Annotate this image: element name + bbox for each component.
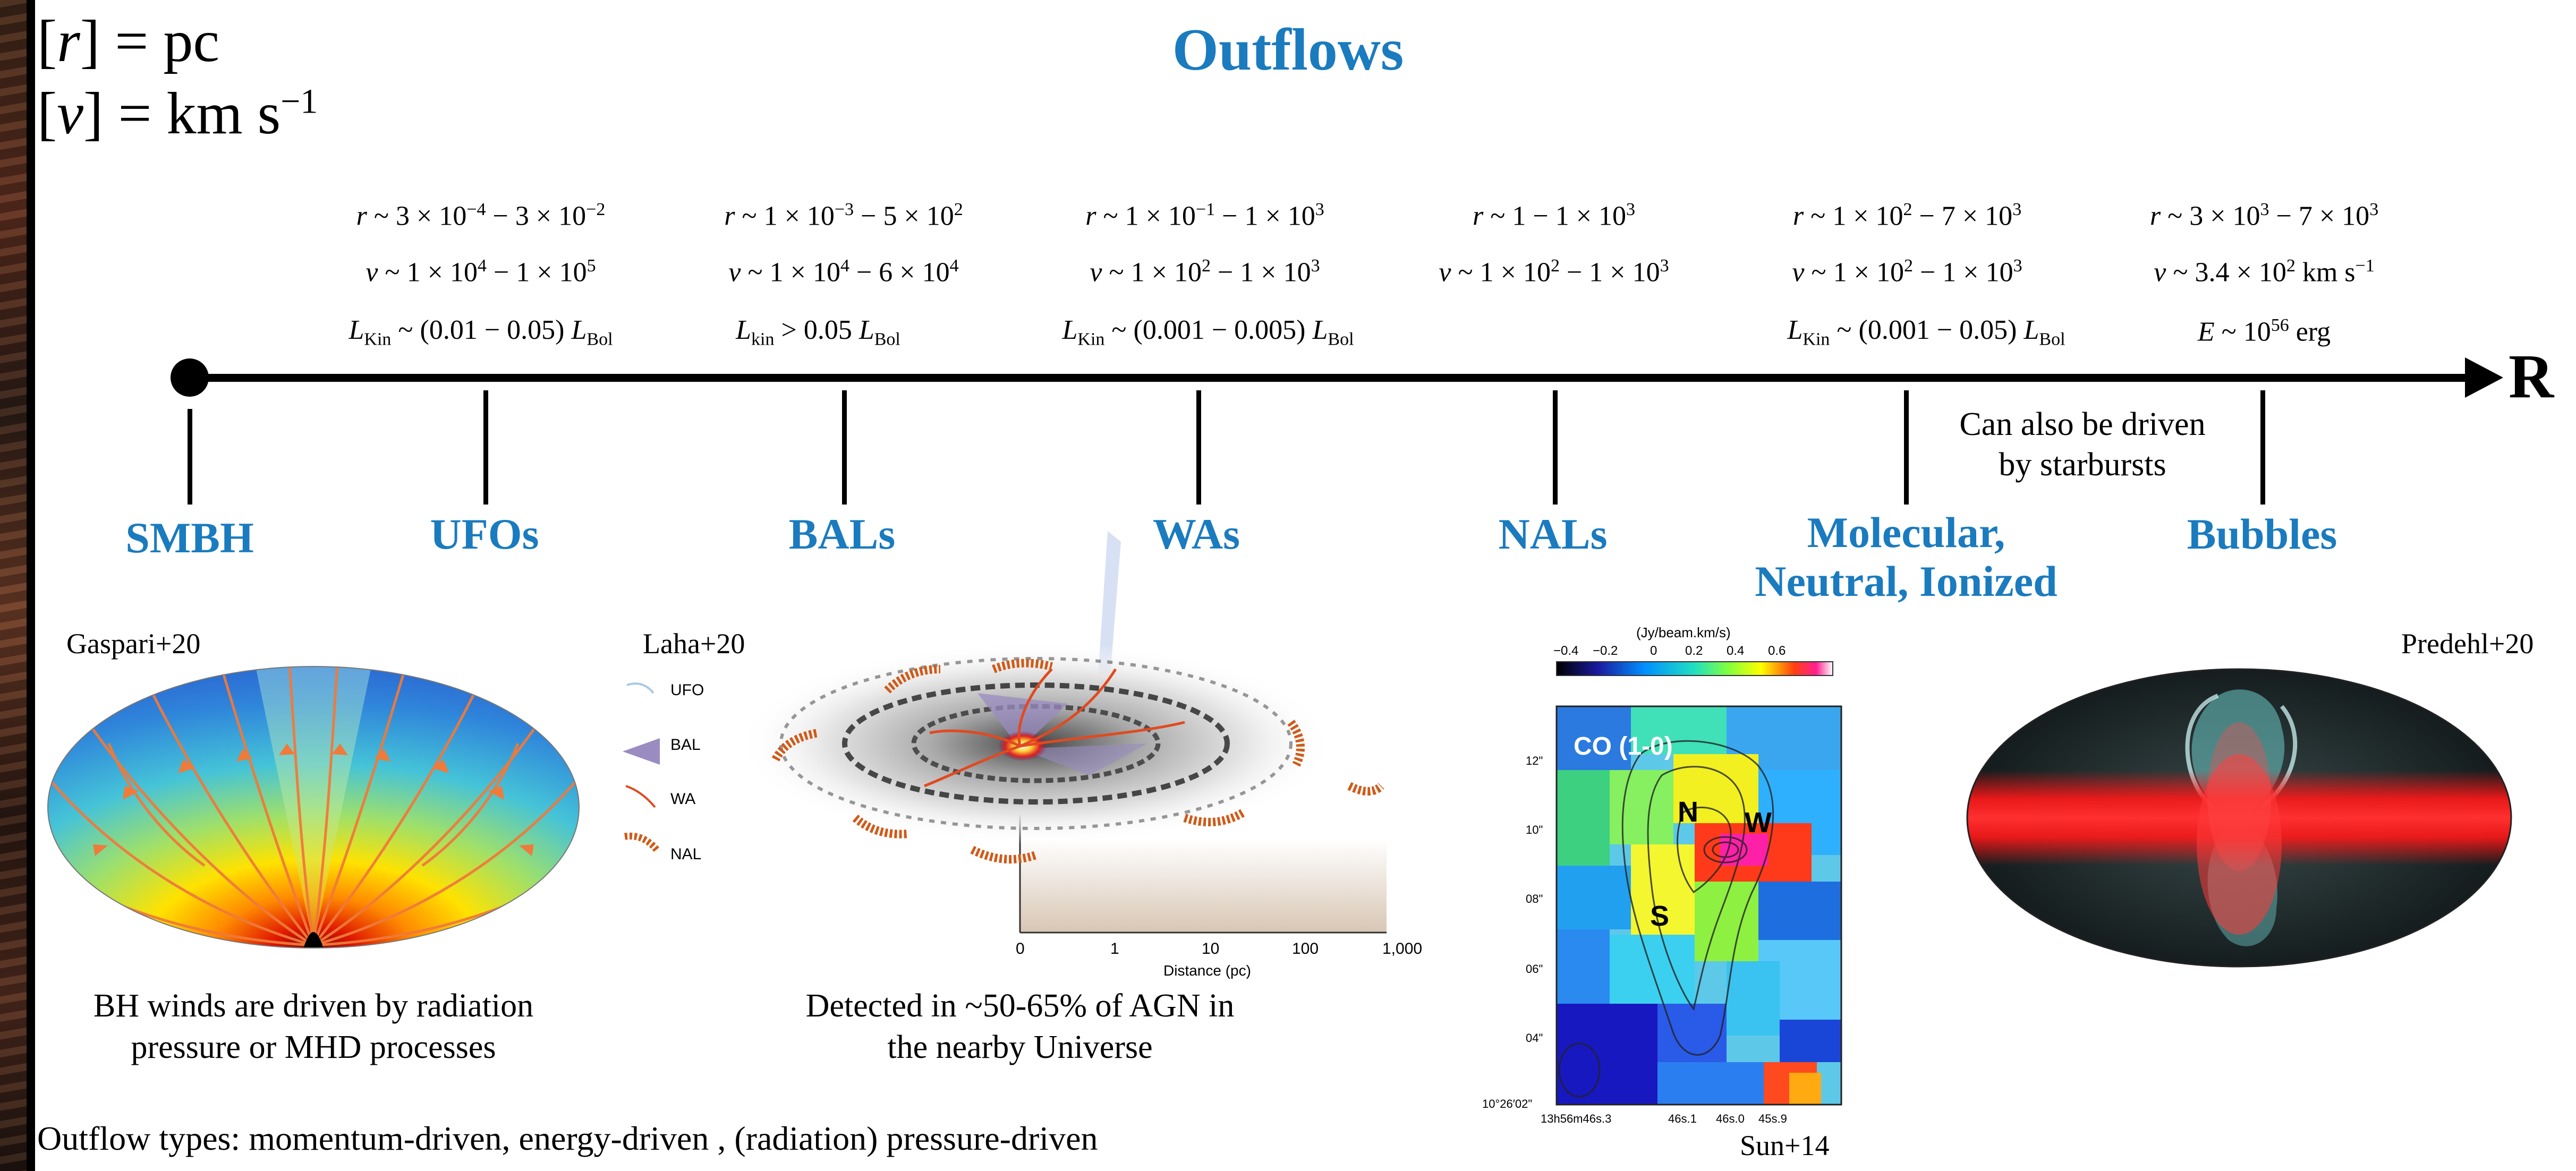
molecular-radius-range: r ~ 1 × 102 − 7 × 103	[1792, 200, 2022, 232]
co-y-tick: 10"	[1526, 823, 1543, 836]
axis-end-label: R	[2509, 341, 2554, 411]
credit-predehl: Predehl+20	[2401, 628, 2534, 660]
radius-axis	[171, 357, 2503, 505]
tick-nal	[1553, 390, 1558, 505]
laha-legend-nal: NAL	[670, 845, 702, 863]
background-strip-texture	[0, 0, 27, 1171]
laha-legend-wa: WA	[670, 790, 696, 808]
category-was: WAs	[1152, 510, 1240, 558]
laha-axis-tick: 100	[1292, 940, 1319, 958]
ufo-radius-range: r ~ 3 × 10−4 − 3 × 10−2	[356, 200, 606, 232]
nal-velocity-range: v ~ 1 × 102 − 1 × 103	[1439, 256, 1669, 288]
laha-galaxy-schematic	[623, 531, 1387, 934]
footer-outflow-types: Outflow types: momentum-driven, energy-d…	[37, 1119, 1098, 1157]
predehl-erosita-bubbles-image	[1966, 668, 2512, 968]
co-y-tick: 10°26′02"	[1482, 1097, 1533, 1110]
slide-left-border	[27, 0, 35, 1171]
bal-velocity-range: v ~ 1 × 104 − 6 × 104	[728, 256, 959, 288]
nal-radius-range: r ~ 1 − 1 × 103	[1472, 200, 1636, 232]
laha-legend-bal: BAL	[670, 736, 701, 754]
co-colorbar-tick: 0	[1650, 644, 1657, 658]
laha-axis-tick: 0	[1016, 940, 1025, 958]
co-colorbar-tick: −0.2	[1593, 644, 1618, 658]
credit-laha: Laha+20	[643, 628, 745, 660]
category-nals: NALs	[1498, 510, 1608, 558]
tick-wa	[1196, 390, 1201, 505]
co-colorbar-tick: 0.2	[1685, 644, 1703, 658]
tick-bubbles	[2260, 390, 2265, 505]
ufo-kinetic-luminosity: LKin ~ (0.01 − 0.05) LBol	[348, 315, 613, 349]
category-bubbles: Bubbles	[2187, 510, 2337, 558]
laha-axis-tick: 1,000	[1382, 940, 1423, 958]
unit-r-definition: [r] = pc	[37, 8, 220, 74]
co-x-tick: 46s.1	[1668, 1112, 1697, 1125]
background-strip	[0, 0, 27, 1171]
axis-line	[190, 374, 2469, 382]
co-y-tick: 08"	[1526, 892, 1543, 905]
wa-radius-range: r ~ 1 × 10−1 − 1 × 103	[1085, 200, 1324, 232]
slide-title: Outflows	[1172, 17, 1404, 83]
co-map-label: CO (1-0)	[1574, 732, 1673, 760]
bubbles-energy: E ~ 1056 erg	[2197, 315, 2331, 347]
category-smbh: SMBH	[125, 514, 254, 562]
laha-legend-ufo: UFO	[670, 681, 704, 699]
co-region-w: W	[1745, 807, 1772, 839]
co-colorbar	[1556, 661, 1833, 676]
laha-axis-tick: 10	[1202, 940, 1220, 958]
molecular-velocity-range: v ~ 1 × 102 − 1 × 103	[1792, 256, 2022, 288]
molecular-kinetic-luminosity: LKin ~ (0.001 − 0.05) LBol	[1787, 315, 2065, 349]
laha-axis-title: Distance (pc)	[1163, 962, 1251, 979]
gaspari-simulation-image	[47, 666, 580, 948]
bal-kinetic-luminosity: Lkin > 0.05 LBol	[736, 315, 900, 349]
co-x-tick: 13h56m46s.3	[1541, 1112, 1612, 1125]
co-x-tick: 45s.9	[1758, 1112, 1787, 1125]
credit-gaspari: Gaspari+20	[66, 628, 201, 660]
category-molecular: Molecular,Neutral, Ionized	[1755, 508, 2058, 605]
tick-ufo	[483, 390, 488, 505]
tick-bal	[842, 390, 847, 505]
co-colorbar-tick: 0.4	[1727, 644, 1745, 658]
bal-radius-range: r ~ 1 × 10−3 − 5 × 102	[724, 200, 963, 232]
unit-v-definition: [v] = km s−1	[37, 81, 318, 147]
co-colorbar-unit: (Jy/beam.km/s)	[1636, 625, 1731, 640]
axis-arrowhead	[2465, 357, 2503, 398]
co-map-image	[1555, 705, 1842, 1106]
co-colorbar-tick: −0.4	[1553, 644, 1579, 658]
category-ufos: UFOs	[430, 510, 539, 558]
co-y-tick: 04"	[1526, 1031, 1543, 1045]
co-x-tick: 46s.0	[1716, 1112, 1745, 1125]
co-y-tick: 06"	[1526, 962, 1543, 976]
laha-axis-tick: 1	[1110, 940, 1119, 958]
co-region-s: S	[1650, 900, 1670, 932]
tick-molecular	[1904, 390, 1909, 505]
wa-velocity-range: v ~ 1 × 102 − 1 × 103	[1090, 256, 1320, 288]
bubbles-radius-range: r ~ 3 × 103 − 7 × 103	[2149, 200, 2379, 232]
co-region-n: N	[1678, 796, 1698, 828]
wa-kinetic-luminosity: LKin ~ (0.001 − 0.005) LBol	[1062, 315, 1354, 349]
tick-smbh	[188, 409, 192, 505]
bubbles-velocity-range: v ~ 3.4 × 102 km s−1	[2154, 256, 2375, 288]
co-y-tick: 12"	[1526, 754, 1543, 767]
credit-sun: Sun+14	[1740, 1130, 1830, 1161]
category-bals: BALs	[788, 510, 896, 558]
co-colorbar-tick: 0.6	[1768, 644, 1786, 658]
ufo-velocity-range: v ~ 1 × 104 − 1 × 105	[365, 256, 596, 288]
